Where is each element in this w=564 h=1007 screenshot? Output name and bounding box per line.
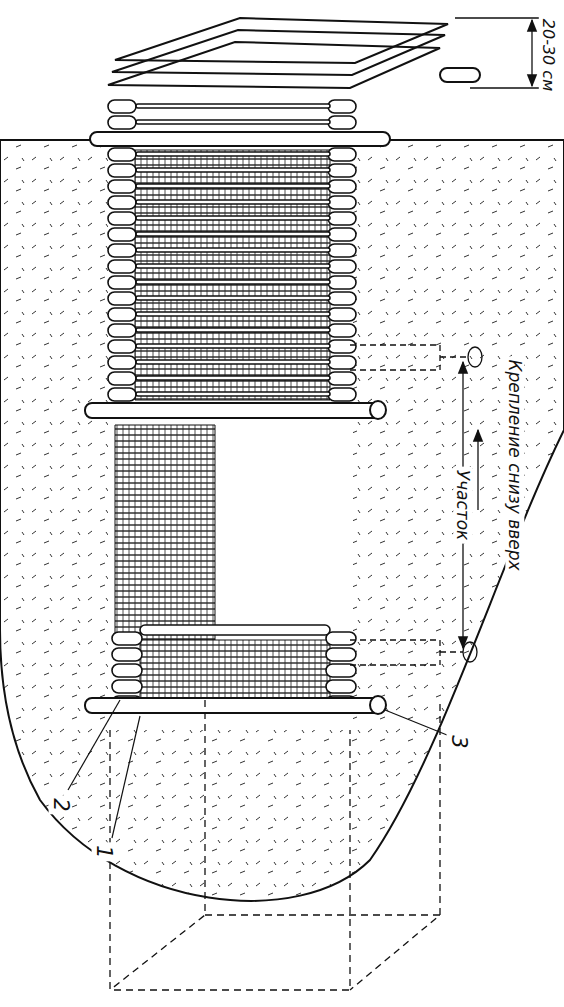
crib-log (140, 625, 330, 635)
crib-log (108, 212, 136, 225)
crib-log (112, 648, 142, 661)
crib-log (136, 200, 330, 204)
top-frame (108, 18, 480, 88)
crib-log (136, 264, 330, 268)
back-lagging-lower (140, 640, 330, 700)
back-lagging (135, 150, 330, 400)
crib-log (108, 228, 136, 241)
crib-log (108, 196, 136, 209)
annotation-label: 20-30 см (539, 16, 557, 94)
crib-log (136, 232, 330, 236)
crib-log (326, 632, 356, 645)
crib-log (136, 312, 330, 316)
crib-log (136, 184, 330, 188)
callout-number: 1 (91, 842, 114, 861)
crib-log (136, 216, 330, 220)
callout-number: 2 (48, 795, 71, 814)
callout-number: 3 (446, 732, 469, 751)
crib-log (136, 344, 330, 348)
crib-log (328, 100, 356, 113)
crib-log (108, 388, 136, 401)
crib-log (108, 292, 136, 305)
crib-log (328, 340, 356, 353)
crib-log (326, 648, 356, 661)
ground-outline (0, 140, 564, 901)
crib-log (108, 148, 136, 161)
crib-log (108, 116, 136, 129)
crib-log (108, 164, 136, 177)
crib-log (328, 356, 356, 369)
crib-log (328, 324, 356, 337)
crib-log (326, 664, 356, 677)
crib-log (328, 164, 356, 177)
crib-log (112, 664, 142, 677)
crib-log (326, 680, 356, 693)
crib-log (328, 212, 356, 225)
dimension-line (455, 18, 540, 88)
surface-log (90, 132, 390, 146)
crib-log (108, 100, 136, 113)
crib-log (136, 280, 330, 284)
crib-log (328, 388, 356, 401)
crib-log (136, 296, 330, 300)
crib-log (328, 292, 356, 305)
crib-log (108, 372, 136, 385)
crib-log (328, 244, 356, 257)
crib-log (136, 120, 330, 124)
crib-log (112, 632, 142, 645)
annotation-label: Крепление снизу вверх (506, 356, 525, 573)
dashed-bearers (350, 345, 482, 665)
crib-log (328, 180, 356, 193)
crib-log (136, 168, 330, 172)
crib-log (136, 360, 330, 364)
crib-log (328, 276, 356, 289)
crib-log (108, 260, 136, 273)
direction-arrow (477, 430, 478, 510)
crib-log (108, 340, 136, 353)
crib-log (112, 680, 142, 693)
crib-log (136, 392, 330, 396)
crib-log (328, 372, 356, 385)
crib-log (136, 152, 330, 156)
annotation-label: Участок (454, 467, 473, 544)
crib-log (136, 376, 330, 380)
crib-log (108, 356, 136, 369)
leader-lines (68, 700, 447, 838)
crib-log (136, 104, 330, 108)
crib-log (108, 308, 136, 321)
crib-log (328, 228, 356, 241)
crib-log (108, 244, 136, 257)
crib-log (108, 180, 136, 193)
crib-log (328, 196, 356, 209)
shaft-void (108, 140, 353, 730)
exposed-wall (115, 425, 215, 640)
crib-log (328, 308, 356, 321)
crib-log (108, 276, 136, 289)
future-shaft (110, 700, 440, 990)
crib-log (108, 324, 136, 337)
bearer-logs (85, 401, 386, 714)
crib-log (136, 328, 330, 332)
crib-log (136, 248, 330, 252)
crib-log (328, 148, 356, 161)
crib-log (328, 260, 356, 273)
crib-log (328, 116, 356, 129)
